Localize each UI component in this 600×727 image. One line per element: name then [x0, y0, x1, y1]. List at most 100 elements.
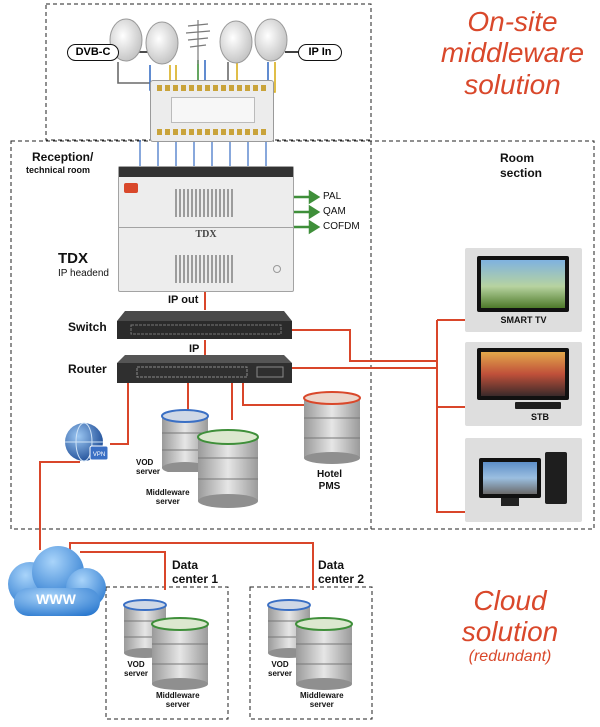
headend-divider	[119, 227, 293, 228]
vod-label-line-1: VOD	[136, 458, 154, 467]
middleware-label-line-1: Middleware	[146, 488, 190, 497]
pc-panel	[465, 438, 582, 522]
database-icon	[295, 617, 353, 690]
reception-subtitle: technical room	[26, 165, 91, 175]
middleware-server-label: Middleware server	[146, 488, 190, 506]
smart-tv-screen	[481, 260, 565, 308]
set-top-box-icon	[515, 402, 561, 409]
tdx-headend-device: TDX	[118, 166, 294, 292]
vpn-text: VPN	[93, 452, 105, 458]
ip-out-label: IP out	[168, 294, 199, 306]
dc2-middleware-line-1: Middleware	[300, 691, 344, 700]
pms-label-line-2: PMS	[318, 481, 341, 492]
router-icon	[117, 355, 292, 383]
smart-tv-icon	[477, 256, 569, 312]
datacenter-1-border	[105, 586, 229, 720]
database-icon	[151, 617, 209, 690]
dc2-title-line-2: center 2	[318, 572, 365, 586]
multiswitch-ports-top	[157, 85, 267, 91]
onsite-title: On-site middleware solution	[425, 6, 600, 100]
cloud-title-line-2: solution	[461, 616, 559, 648]
onsite-title-line-2: middleware	[440, 37, 585, 69]
monitor-stand	[501, 498, 519, 506]
output-qam: QAM	[323, 206, 346, 217]
headend-vent-top	[175, 189, 235, 217]
stb-label: STB	[531, 412, 549, 422]
tdx-description: IP headend	[58, 268, 109, 279]
cloud-title-line-1: Cloud	[473, 585, 547, 616]
middleware-server-stack	[196, 428, 260, 508]
monitor-screen	[483, 462, 537, 494]
headend-vent-bottom	[175, 255, 235, 283]
dc1-title-line-1: Data	[172, 558, 199, 572]
headend-top-edge	[119, 167, 293, 177]
dvbc-input-label: DVB-C	[67, 44, 119, 61]
room-title: Room	[500, 151, 534, 165]
output-arrows	[290, 189, 321, 235]
datacenter-2-border	[249, 586, 373, 720]
stb-panel: STB	[465, 342, 582, 426]
switch-label: Switch	[68, 320, 107, 334]
tdx-label: TDX	[58, 250, 88, 267]
monitor-icon	[479, 458, 541, 498]
www-cloud: WWW	[0, 538, 110, 622]
globe-icon: VPN	[65, 422, 109, 462]
dc1-middleware-line-1: Middleware	[156, 691, 200, 700]
cloud-title-note: (redundant)	[468, 647, 552, 665]
dc2-vod-label: VOD server	[268, 660, 292, 678]
router-device	[117, 355, 292, 385]
onsite-title-line-3: solution	[464, 68, 561, 100]
antenna-group	[108, 16, 298, 68]
onsite-area-border	[10, 140, 595, 530]
dc1-title-line-2: center 1	[172, 572, 219, 586]
dc1-middleware-line-2: server	[165, 700, 190, 709]
output-pal: PAL	[323, 191, 342, 202]
vpn-globe-icon: VPN	[62, 420, 112, 470]
dc2-vod-line-1: VOD	[271, 660, 289, 669]
headend-feed-cables	[139, 140, 267, 168]
dc1-middleware-server-stack	[150, 616, 210, 690]
tv-screen	[481, 352, 565, 396]
dc2-middleware-label: Middleware server	[300, 691, 344, 709]
dc1-vod-line-1: VOD	[127, 660, 145, 669]
datacenter-2-title: Data center 2	[318, 558, 364, 586]
dc2-middleware-line-2: server	[309, 700, 334, 709]
onsite-title-line-1: On-site	[467, 6, 558, 37]
multiswitch	[150, 80, 274, 142]
satellite-dish-icon	[109, 18, 288, 65]
dc1-vod-line-2: server	[124, 669, 149, 678]
tv-icon	[477, 348, 569, 400]
dc1-vod-label: VOD server	[124, 660, 148, 678]
hotel-pms-stack	[302, 390, 362, 464]
datacenter-1-title: Data center 1	[172, 558, 218, 586]
hotel-pms-label: Hotel PMS	[317, 469, 342, 493]
www-text: WWW	[36, 591, 76, 607]
cloud-icon: WWW	[8, 546, 106, 616]
multiswitch-panel	[171, 97, 255, 123]
multiswitch-ports-bottom	[157, 129, 267, 135]
cloud-title: Cloud solution (redundant)	[440, 585, 580, 666]
pc-tower-icon	[545, 452, 567, 504]
output-cofdm: COFDM	[323, 221, 360, 232]
vod-label-line-2: server	[136, 467, 161, 476]
router-label: Router	[68, 362, 107, 376]
smart-tv-panel: SMART TV	[465, 248, 582, 332]
database-icon	[197, 429, 259, 508]
vod-server-label: VOD server	[136, 458, 160, 476]
middleware-label-line-2: server	[155, 497, 180, 506]
pms-label-line-1: Hotel	[317, 469, 342, 480]
ip-label: IP	[189, 343, 200, 355]
dc2-title-line-1: Data	[318, 558, 345, 572]
dc2-middleware-server-stack	[294, 616, 354, 690]
database-icon	[303, 391, 361, 464]
headend-button	[273, 265, 281, 273]
reception-title: Reception/	[32, 150, 94, 164]
switch-icon	[117, 311, 292, 339]
smart-tv-label: SMART TV	[500, 315, 547, 325]
network-switch	[117, 309, 292, 341]
ip-input-label: IP In	[298, 44, 342, 61]
dc2-vod-line-2: server	[268, 669, 293, 678]
dc1-middleware-label: Middleware server	[156, 691, 200, 709]
room-subtitle: section	[500, 166, 543, 180]
headend-brand-logo	[124, 183, 138, 193]
